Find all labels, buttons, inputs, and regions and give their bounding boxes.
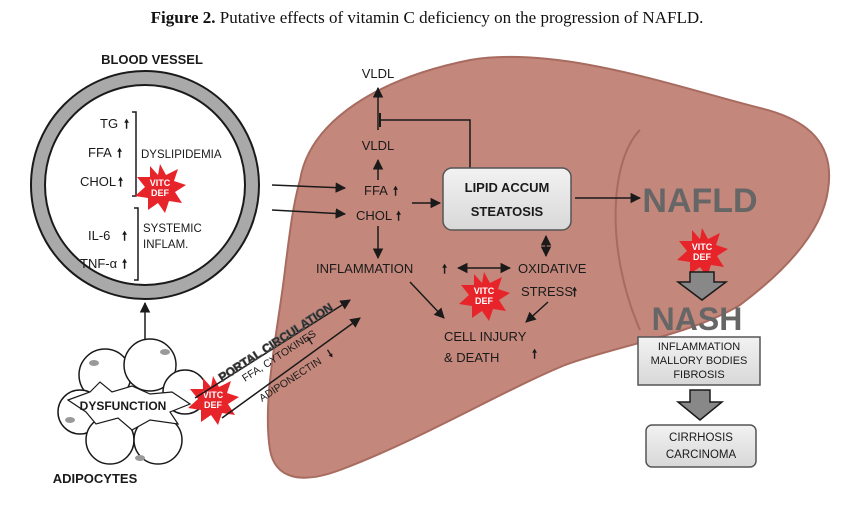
systemic-bracket <box>134 207 139 281</box>
nafld-to-nash-arrow <box>675 271 729 301</box>
vitc-def-burst-vessel: VITC DEF <box>135 164 186 213</box>
nash-features-box <box>637 336 761 386</box>
adipocytes-label: ADIPOCYTES <box>53 471 138 486</box>
figure-title: Figure 2. Putative effects of vitamin C … <box>0 8 854 28</box>
vitc-text: VITC <box>150 178 171 188</box>
def-text: DEF <box>151 188 170 198</box>
stress-up-arrow: 🠕 <box>572 285 577 299</box>
vitc-text: VITC <box>203 390 224 400</box>
vitc-def-burst-progression: VITC DEF <box>677 228 728 277</box>
stress-label: STRESS <box>521 284 573 299</box>
death-label: & DEATH <box>444 350 499 365</box>
tg-up-arrow: 🠕 <box>124 117 129 131</box>
liver-ffa-label: FFA <box>364 183 388 198</box>
vitc-def-burst-adipocyte: VITC DEF <box>188 376 239 425</box>
figure-caption: Putative effects of vitamin C deficiency… <box>219 8 704 27</box>
vessel-chol-arrow <box>271 208 347 219</box>
inflammation-to-injury-arrow <box>409 281 445 319</box>
dyslipidemia-label: DYSLIPIDEMIA <box>141 149 222 161</box>
dysfunction-label: DYSFUNCTION <box>80 399 167 413</box>
il6-label: IL-6 <box>88 228 110 243</box>
nash-mallory-bodies: MALLORY BODIES <box>651 355 748 367</box>
ffa-cytokines-up-arrow: 🠕 <box>305 334 316 348</box>
figure-number: Figure 2. <box>150 8 216 27</box>
liver-chol-label: CHOL <box>356 208 392 223</box>
liver-shape <box>266 55 831 479</box>
def-text: DEF <box>475 296 494 306</box>
vldl-top-label: VLDL <box>362 66 395 81</box>
cirrhosis-label: CIRRHOSIS <box>669 432 733 444</box>
inflam-label: INFLAM. <box>143 239 188 251</box>
vitc-text: VITC <box>474 286 495 296</box>
chol-label: CHOL <box>80 174 116 189</box>
blood-vessel-label: BLOOD VESSEL <box>101 52 203 67</box>
nash-to-cirrhosis-arrow <box>675 389 725 421</box>
chol-up-arrow: 🠕 <box>118 175 123 189</box>
il6-up-arrow: 🠕 <box>122 229 127 243</box>
liver-chol-up-arrow: 🠕 <box>396 209 401 223</box>
cirrhosis-box <box>645 424 757 468</box>
nash-fibrosis: FIBROSIS <box>673 369 724 381</box>
liver-lobe-line <box>614 129 641 331</box>
adipocyte-cluster <box>57 338 208 465</box>
liver-ffa-up-arrow: 🠕 <box>393 184 398 198</box>
inflammation-up-arrow: 🠕 <box>442 262 447 276</box>
systemic-label: SYSTEMIC <box>143 223 202 235</box>
carcinoma-label: CARCINOMA <box>666 449 737 461</box>
vitc-def-burst-liver: VITC DEF <box>459 272 510 321</box>
vitc-text: VITC <box>692 242 713 252</box>
def-text: DEF <box>204 400 223 410</box>
cell-injury-label: CELL INJURY <box>444 329 527 344</box>
dyslipidemia-bracket <box>132 111 137 197</box>
oxidative-label: OXIDATIVE <box>518 261 587 276</box>
lipid-accum-box <box>442 167 572 231</box>
vessel-ffa-arrow <box>271 182 347 193</box>
portal-arrow-lower <box>221 317 361 419</box>
lipid-accum-label: LIPID ACCUM <box>465 180 550 195</box>
adiponectin-down-arrow: 🠗 <box>325 348 336 361</box>
death-up-arrow: 🠕 <box>532 347 537 361</box>
tnf-up-arrow: 🠕 <box>122 257 127 271</box>
portal-arrow-upper <box>194 299 351 399</box>
steatosis-inhibit-line <box>380 119 471 168</box>
inflammation-label: INFLAMMATION <box>316 261 413 276</box>
nash-label: NASH <box>652 301 743 337</box>
def-text: DEF <box>693 252 712 262</box>
steatosis-label: STEATOSIS <box>471 204 544 219</box>
ffa-label: FFA <box>88 145 112 160</box>
nash-inflammation: INFLAMMATION <box>658 341 740 353</box>
vldl-label: VLDL <box>362 138 395 153</box>
stress-to-injury-arrow <box>525 301 549 323</box>
ffa-up-arrow: 🠕 <box>117 146 122 160</box>
tnf-label: TNF-α <box>80 256 118 271</box>
nafld-label: NAFLD <box>642 182 757 220</box>
tg-label: TG <box>100 116 118 131</box>
